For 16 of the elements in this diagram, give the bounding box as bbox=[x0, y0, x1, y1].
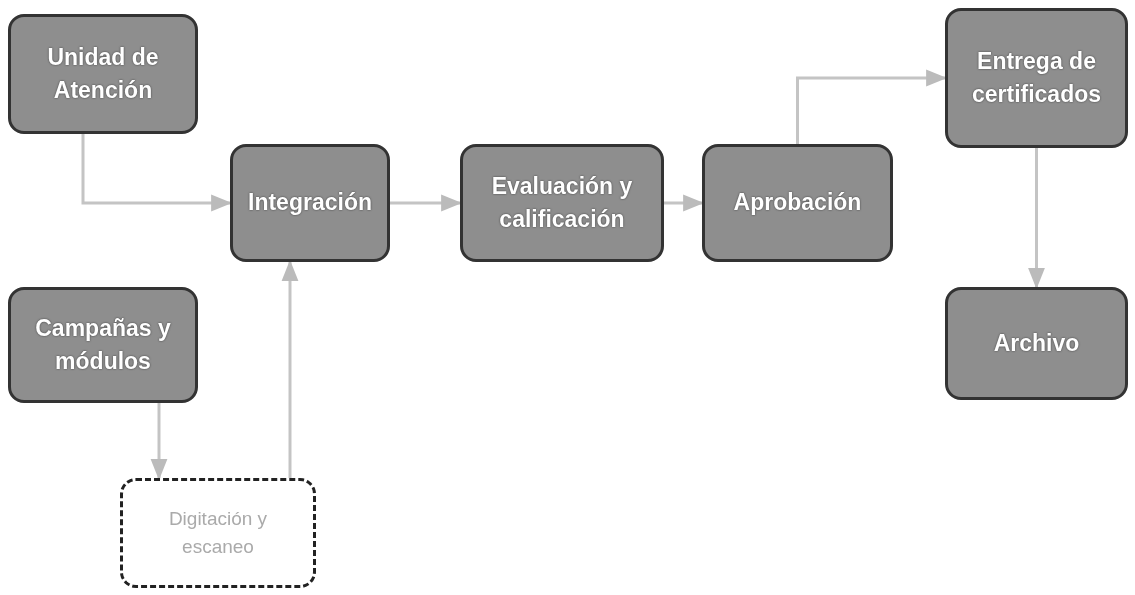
process-box bbox=[702, 144, 893, 262]
process-box bbox=[945, 287, 1128, 400]
box-label: Integración bbox=[248, 188, 372, 218]
process-box bbox=[8, 287, 198, 403]
process-box bbox=[460, 144, 664, 262]
dashed-process-box bbox=[120, 478, 316, 588]
box-label: Unidad de Atención bbox=[46, 42, 160, 105]
box-label: Evaluación y calificación bbox=[490, 171, 634, 234]
box-label: Digitación y escaneo bbox=[167, 507, 269, 559]
process-box bbox=[945, 8, 1128, 148]
process-box bbox=[8, 14, 198, 134]
box-label: Aprobación bbox=[733, 188, 862, 218]
box-label: Entrega de certificados bbox=[970, 46, 1103, 109]
box-label: Campañas y módulos bbox=[34, 313, 172, 376]
process-box bbox=[230, 144, 390, 262]
box-label: Archivo bbox=[993, 328, 1080, 358]
